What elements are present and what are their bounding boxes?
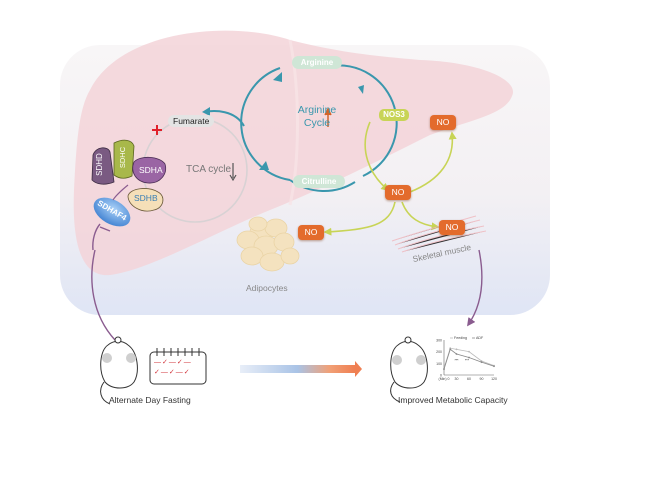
- arginine-cycle-title-line2: Cycle: [303, 117, 331, 129]
- no-to-adipocyte-arrow: [323, 201, 396, 236]
- calendar-mark: —: [168, 359, 177, 366]
- chart-point: [455, 348, 458, 351]
- chart-series-line-adf: [443, 348, 495, 370]
- arginine-arrowhead-1: [273, 72, 282, 82]
- chart-point: [449, 348, 452, 351]
- liver-shape: [73, 30, 514, 276]
- calendar-marks: —✓—✓— ✓—✓—✓: [154, 358, 204, 378]
- sdhd-subunit: [91, 147, 115, 185]
- chart-point: [468, 350, 470, 353]
- sdhc-subunit: [113, 139, 135, 179]
- sdhd-label: SDHD: [94, 153, 104, 176]
- chart-point: [443, 368, 445, 371]
- sdha-subunit: [132, 156, 167, 184]
- arginine-cycle-arc-left: [240, 67, 291, 181]
- chart-y-tick-label: 100: [436, 362, 442, 366]
- metabolic-capacity-chart: 0 100 200 300 (Min) 0 30 60 90 120 Feeding ADF *** *…: [436, 336, 497, 381]
- chart-point: [480, 361, 483, 364]
- chart-legend-label: ADF: [476, 336, 484, 340]
- no-node-liver: NO: [430, 115, 456, 130]
- mouse-left-illustration: [100, 336, 138, 405]
- tca-cycle-label: TCA cycle: [186, 164, 232, 175]
- arginine-label: Arginine: [300, 58, 334, 67]
- chart-x-tick-label: 90: [480, 377, 484, 381]
- adf-to-sdhaf4-line: [91, 249, 116, 341]
- chart-point: [493, 365, 495, 368]
- sdha-label: SDHA: [139, 165, 163, 175]
- muscle-to-capacity-arrow: [467, 249, 483, 327]
- fumarate-arrowhead: [202, 107, 210, 116]
- arginine-up-arrow-icon: [324, 107, 332, 127]
- calendar-mark: ✓: [168, 369, 176, 376]
- arginine-arrowhead-3: [259, 161, 269, 170]
- nos3-node: NOS3: [379, 109, 409, 121]
- chart-x-tick-label: 120: [491, 377, 497, 381]
- arginine-cycle-title-line1: Arginine: [297, 104, 337, 116]
- calendar-mark: ✓: [162, 359, 169, 366]
- chart-point: [455, 353, 458, 355]
- alternate-day-fasting-caption: Alternate Day Fasting: [109, 395, 191, 405]
- arginine-cycle-arc-right: [329, 64, 398, 177]
- calendar-mark: ✓: [176, 359, 184, 366]
- calendar-mark: —: [175, 369, 184, 376]
- citrulline-label: Citrulline: [301, 177, 337, 186]
- no-node-center: NO: [385, 185, 411, 200]
- chart-legend-label: Feeding: [454, 336, 467, 340]
- nos3-to-no-arrow: [364, 121, 390, 192]
- chart-x-tick-label: (Min) 0: [439, 377, 450, 381]
- mouse-right-illustration: [390, 336, 428, 403]
- chart-y-tick-label: 200: [436, 350, 442, 354]
- chart-point: [468, 356, 470, 359]
- chart-y-tick-label: 0: [440, 374, 442, 378]
- arginine-node: Arginine: [292, 56, 342, 69]
- chart-annotation: ***: [454, 359, 459, 363]
- calendar-mark: —: [160, 369, 169, 376]
- chart-x-tick-label: 30: [455, 377, 459, 381]
- sdhaf4-inhibit-bar: [99, 226, 111, 232]
- inhibition-cross-icon: [152, 125, 162, 135]
- progress-arrow-shaft: [240, 365, 355, 373]
- arginine-arrowhead-2: [358, 85, 364, 94]
- chart-y-tick-label: 300: [436, 339, 442, 343]
- sdhaf4-subunit: [93, 197, 131, 227]
- adipocytes-label: Adipocytes: [246, 283, 288, 293]
- calendar-mark: ✓: [183, 369, 191, 376]
- no-node-adipocyte: NO: [298, 225, 324, 240]
- arginine-cycle-title: Arginine Cycle: [294, 104, 340, 130]
- fumarate-label: Fumarate: [173, 116, 210, 126]
- adipocytes-illustration: [236, 216, 300, 272]
- chart-annotation: ***: [465, 359, 470, 363]
- calendar-mark: —: [183, 359, 192, 366]
- tca-down-arrow-icon: [229, 163, 237, 182]
- sdhb-label: SDHB: [134, 193, 158, 203]
- no-to-liver-no-arrow: [409, 131, 457, 193]
- nos3-label: NOS3: [383, 110, 405, 119]
- calendar-mark: ✓: [154, 369, 161, 376]
- sdhb-subunit: [127, 188, 164, 212]
- sdhc-label: SDHC: [118, 146, 128, 169]
- sdhaf4-link: [92, 223, 101, 251]
- progress-arrow-head: [355, 361, 362, 377]
- improved-metabolic-capacity-caption: Improved Metabolic Capacity: [398, 395, 508, 405]
- sdh-assembly-link: [112, 184, 129, 201]
- no-node-muscle: NO: [439, 220, 465, 235]
- calendar-mark: —: [154, 359, 162, 366]
- chart-x-tick-label: 60: [467, 377, 471, 381]
- calendar-icon: [149, 348, 207, 385]
- no-to-muscle-arrow: [401, 201, 440, 231]
- citrulline-node: Citrulline: [293, 175, 345, 188]
- fumarate-node: Fumarate: [168, 115, 215, 127]
